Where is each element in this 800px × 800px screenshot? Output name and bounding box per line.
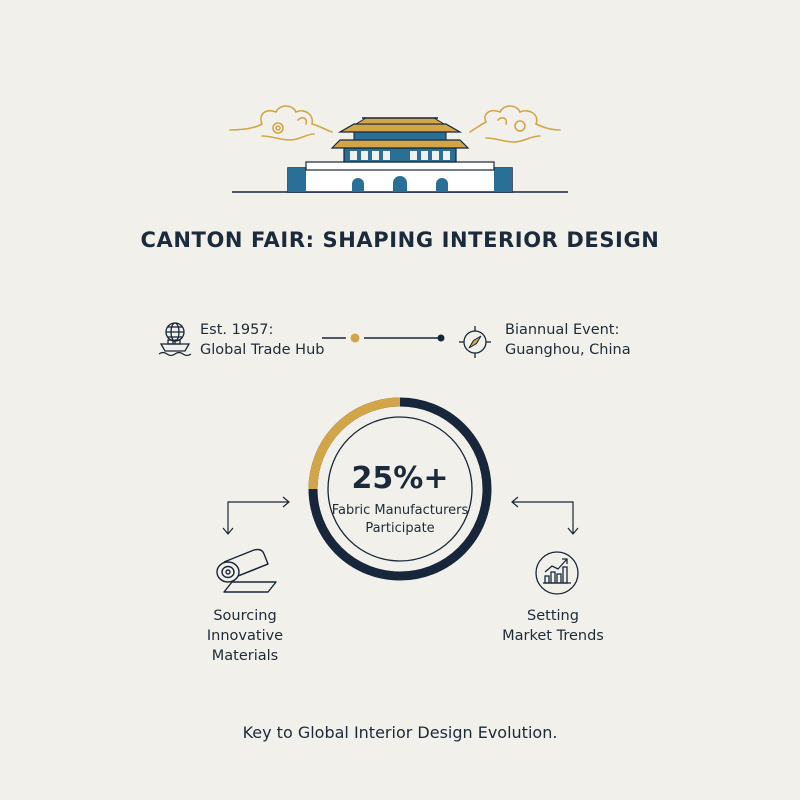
timeline-dot-navy — [437, 334, 445, 342]
info-left: Est. 1957: Global Trade Hub — [200, 320, 324, 360]
page-title: CANTON FAIR: SHAPING INTERIOR DESIGN — [140, 228, 660, 252]
growth-chart-icon — [535, 551, 579, 595]
ring-caption-line1: Fabric Manufacturers — [331, 503, 469, 518]
ring-caption: Fabric Manufacturers Participate — [0, 502, 800, 538]
left-label-line1: Sourcing — [213, 608, 277, 624]
timeline-connector — [322, 333, 445, 343]
left-label-line2: Innovative — [206, 628, 284, 644]
info-right: Biannual Event: Guanghou, China — [505, 320, 631, 360]
cloud-right-icon — [469, 105, 561, 143]
info-right-line2: Guanghou, China — [505, 342, 631, 358]
info-left-line2: Global Trade Hub — [200, 342, 325, 358]
cloud-left-icon — [229, 105, 333, 141]
left-label: Sourcing Innovative Materials — [190, 606, 300, 666]
palace-illustration — [229, 105, 568, 193]
fabric-roll-icon — [216, 548, 277, 593]
right-label-line2: Market Trends — [502, 628, 604, 644]
right-label: Setting Market Trends — [498, 606, 608, 646]
info-left-line1: Est. 1957: — [200, 322, 274, 338]
timeline-dot-gold — [350, 333, 360, 343]
compass-icon — [459, 326, 491, 358]
info-right-line1: Biannual Event: — [505, 322, 620, 338]
ring-caption-line2: Participate — [365, 521, 435, 536]
globe-ship-icon — [158, 322, 192, 357]
footer-caption: Key to Global Interior Design Evolution. — [242, 723, 558, 742]
left-label-line3: Materials — [211, 648, 279, 664]
ring-percentage: 25%+ — [351, 461, 449, 496]
right-label-line1: Setting — [527, 608, 579, 624]
